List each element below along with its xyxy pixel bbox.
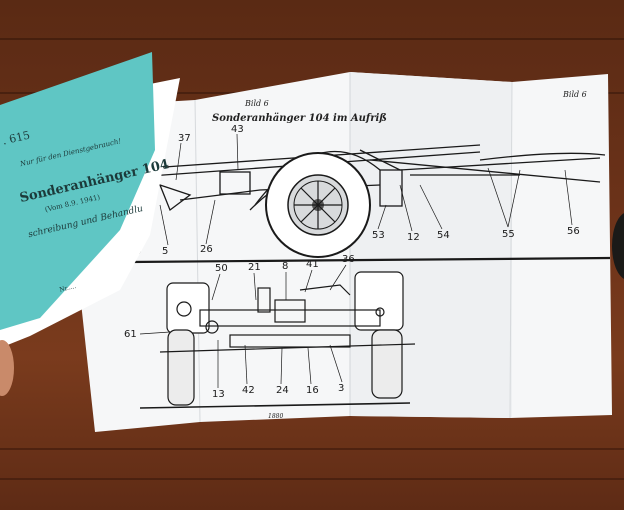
part-label: 37 bbox=[178, 133, 191, 144]
finger bbox=[0, 340, 14, 396]
part-label: 3 bbox=[338, 383, 344, 394]
wood-grain bbox=[0, 38, 624, 40]
dark-object bbox=[612, 213, 624, 279]
part-label: 8 bbox=[282, 261, 288, 272]
part-label: 53 bbox=[372, 230, 385, 241]
dimension-value: 1880 bbox=[268, 413, 283, 420]
part-label: 24 bbox=[276, 385, 289, 396]
part-label: 54 bbox=[437, 230, 450, 241]
booklet-footer: Nr..... bbox=[59, 283, 77, 294]
part-label: 26 bbox=[200, 244, 213, 255]
part-label: 16 bbox=[306, 385, 319, 396]
side-view-labels: 37 43 4 5 26 53 12 54 55 56 bbox=[135, 124, 580, 257]
drawing-heading: Sonderanhänger 104 im Aufriß bbox=[212, 113, 387, 124]
figure-caption-left: Bild 6 bbox=[244, 99, 269, 108]
wood-grain bbox=[0, 448, 624, 450]
part-label: 5 bbox=[162, 246, 168, 257]
part-label: 50 bbox=[215, 263, 228, 274]
leader-lines bbox=[139, 264, 347, 388]
part-label: 55 bbox=[502, 229, 515, 240]
part-label: 43 bbox=[231, 124, 244, 135]
leader-lines bbox=[159, 133, 573, 246]
part-label: 42 bbox=[242, 385, 255, 396]
part-label: 36 bbox=[342, 254, 355, 265]
side-elevation bbox=[129, 144, 611, 264]
wood-grain bbox=[0, 478, 624, 480]
front-view-labels: 50 21 8 41 36 61 13 42 24 16 3 bbox=[124, 254, 355, 400]
fold-line bbox=[509, 81, 513, 419]
part-label: 41 bbox=[306, 259, 319, 270]
part-label: 56 bbox=[567, 226, 580, 237]
part-label: 13 bbox=[212, 389, 225, 400]
booklet-number: . 615 bbox=[1, 129, 31, 148]
part-label: 61 bbox=[124, 329, 137, 340]
figure-caption-right: Bild 6 bbox=[562, 90, 587, 99]
part-label: 21 bbox=[248, 262, 261, 273]
front-view bbox=[139, 271, 416, 409]
manual-booklet: . 615 Nur für den Dienstgebrauch! Sonder… bbox=[0, 52, 180, 348]
booklet-cover bbox=[0, 52, 155, 330]
part-label: 12 bbox=[407, 232, 420, 243]
trailer-wheel bbox=[265, 152, 371, 258]
